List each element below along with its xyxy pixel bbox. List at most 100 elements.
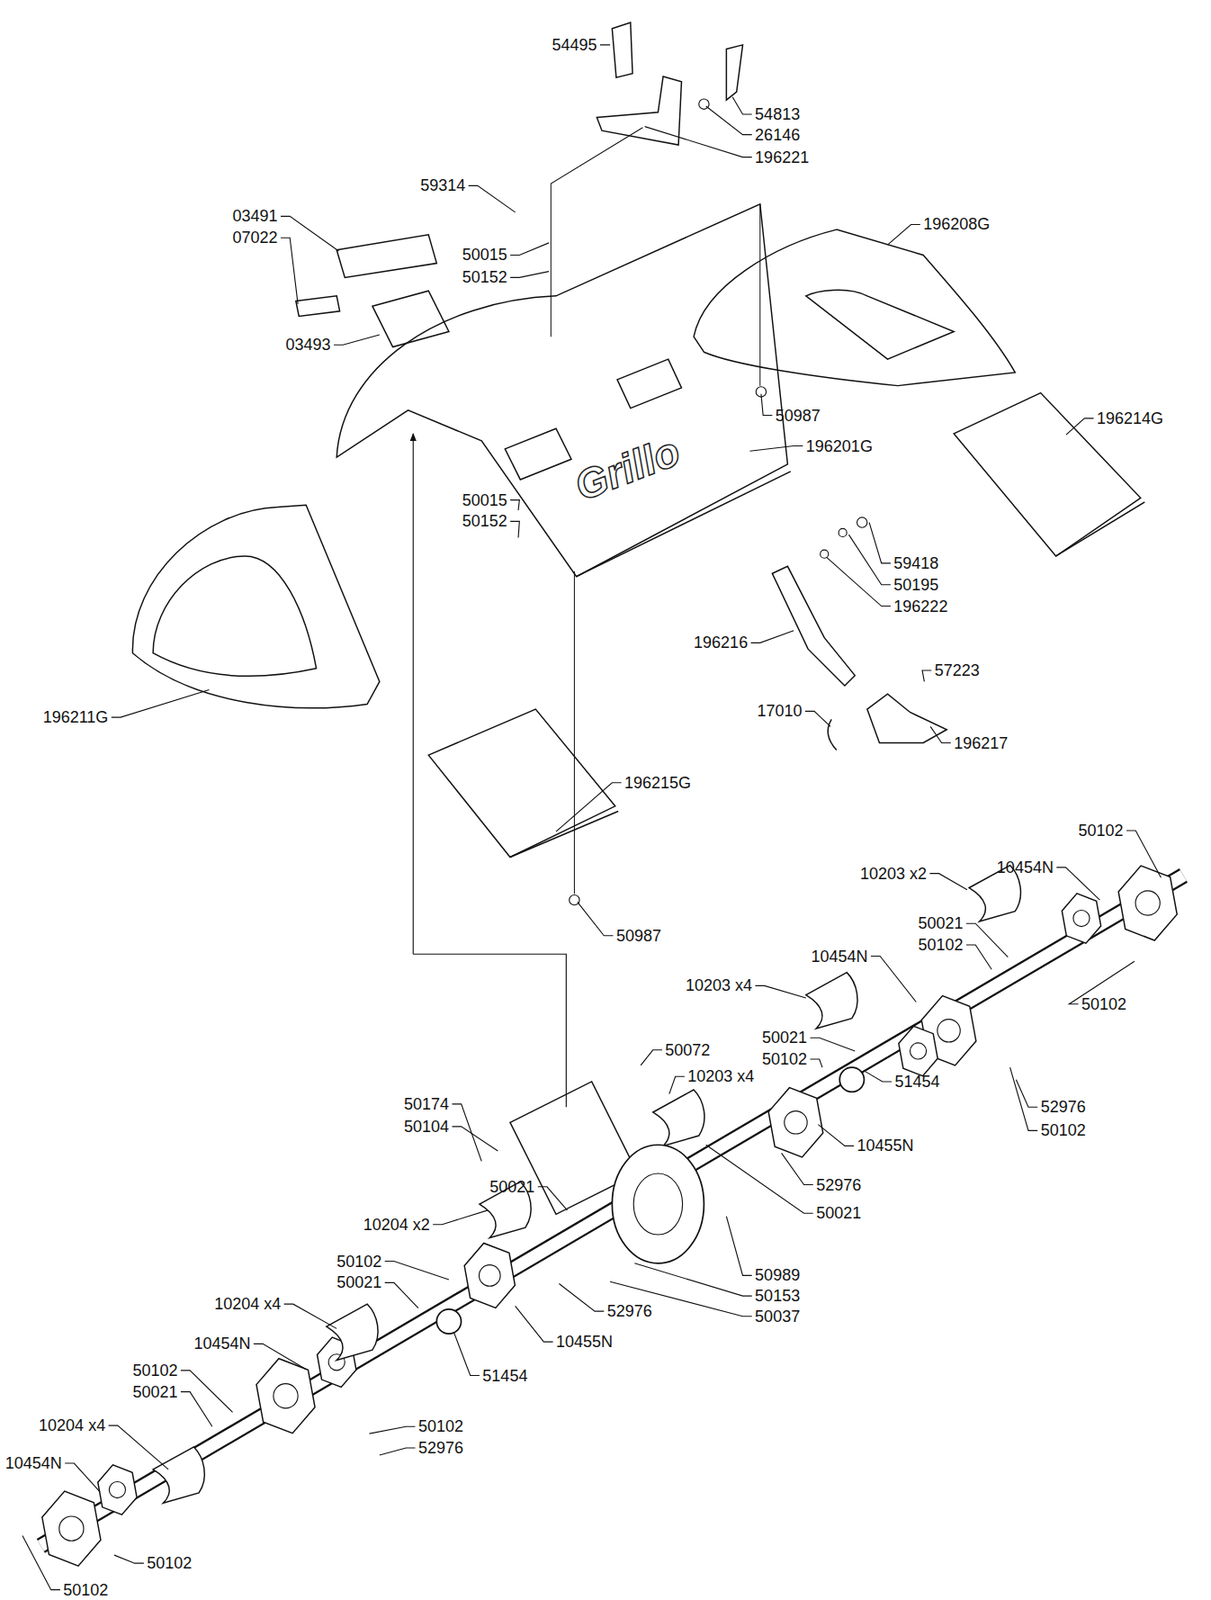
callout-number: 57223 <box>934 660 980 681</box>
leader-line <box>180 1391 213 1427</box>
leader-line <box>645 126 753 158</box>
callout-number: 59314 <box>420 175 466 196</box>
part-outline <box>132 504 379 708</box>
callout-number: 50195 <box>893 574 939 595</box>
leader-line <box>1056 867 1100 900</box>
callout-number: 10454N <box>810 946 868 967</box>
callout-number: 196215G <box>624 772 691 793</box>
callout-number: 50102 <box>418 1416 464 1436</box>
callout-number: 50021 <box>489 1176 535 1197</box>
hub-flange <box>1118 865 1177 941</box>
callout-number: 50102 <box>918 934 964 955</box>
callout-number: 51454 <box>894 1071 940 1092</box>
gearbox <box>611 1144 704 1264</box>
callout-number: 26146 <box>754 125 800 145</box>
leader-line <box>1010 1067 1039 1131</box>
hub-flange <box>42 1490 101 1566</box>
part-outline <box>693 229 1015 386</box>
callout-number: 50987 <box>775 405 821 426</box>
leader-line <box>888 224 921 245</box>
assembly-line <box>759 204 761 386</box>
callout-number: 50015 <box>462 244 508 265</box>
callout-number: 54813 <box>754 104 800 125</box>
callout-number: 50174 <box>403 1094 449 1114</box>
leader-line <box>558 1282 604 1311</box>
axle-tube <box>40 875 1184 1546</box>
callout-number: 10204 x4 <box>214 1293 281 1314</box>
leader-line <box>451 1126 498 1151</box>
leader-line <box>368 1426 415 1434</box>
leader-line <box>64 1462 100 1492</box>
leader-line <box>922 670 932 682</box>
gearbox <box>633 1173 682 1235</box>
leader-line <box>385 1282 419 1308</box>
leader-line <box>454 1332 480 1376</box>
callout-number: 50104 <box>403 1116 449 1137</box>
leader-line <box>280 237 298 305</box>
hub-bore <box>59 1515 84 1541</box>
washer <box>838 528 847 537</box>
leader-line <box>1066 418 1095 435</box>
assembly-line <box>412 953 566 1107</box>
leader-line <box>510 500 520 511</box>
leader-line <box>869 522 891 564</box>
leader-line <box>810 1058 823 1068</box>
assembly-line <box>412 433 414 954</box>
hub-flange <box>1061 893 1101 943</box>
leader-line <box>451 1103 482 1162</box>
leader-line <box>781 1152 814 1185</box>
callout-number: 50102 <box>1078 820 1124 841</box>
leader-line <box>510 520 520 538</box>
hub-bore <box>273 1383 298 1409</box>
nut <box>839 1067 864 1092</box>
callout-number: 50152 <box>462 511 508 531</box>
leader-line <box>870 955 916 1002</box>
leader-line <box>1126 830 1161 878</box>
part-outline <box>617 358 682 408</box>
callout-number: 52976 <box>816 1175 862 1195</box>
callout-number: 03493 <box>286 334 332 355</box>
callout-number: 50102 <box>762 1049 808 1069</box>
tine <box>653 1089 705 1146</box>
callout-number: 196221 <box>754 147 809 168</box>
hub-bore <box>479 1264 502 1287</box>
leader-line <box>930 726 951 743</box>
callout-number: 52976 <box>418 1437 464 1458</box>
callout-number: 50102 <box>62 1579 108 1600</box>
leader-line <box>510 242 549 256</box>
leader-line <box>468 185 516 212</box>
leader-line <box>966 944 992 969</box>
callout-number: 50037 <box>754 1306 800 1327</box>
callout-number: 196201G <box>806 436 873 457</box>
hub-bore <box>784 1111 808 1134</box>
tine <box>152 1446 205 1503</box>
hub-flange <box>898 1025 938 1076</box>
callout-number: 10455N <box>556 1331 613 1352</box>
leader-line <box>732 97 753 115</box>
callout-number: 10454N <box>193 1333 251 1354</box>
callout-number: 196217 <box>953 733 1008 754</box>
leader-line <box>726 1216 752 1276</box>
callout-number: 196208G <box>923 214 990 234</box>
leader-line <box>22 1535 61 1590</box>
washer <box>569 894 580 905</box>
callout-number: 50021 <box>132 1381 178 1402</box>
callout-number: 50102 <box>336 1251 382 1272</box>
hub-bore <box>1073 909 1090 926</box>
leader-line <box>510 271 549 279</box>
axle-tube <box>40 875 1184 1546</box>
callout-number: 10203 x4 <box>685 975 753 996</box>
callout-number: 50102 <box>1040 1120 1086 1140</box>
leader-line <box>929 873 968 890</box>
callout-number: 50021 <box>918 913 964 933</box>
leader-line <box>817 1124 854 1147</box>
leader-line <box>284 1303 338 1328</box>
leader-line <box>640 1049 663 1066</box>
leader-line <box>432 1210 488 1225</box>
callout-number: 196222 <box>893 596 948 617</box>
assembly-line <box>574 571 575 894</box>
callout-number: 50021 <box>762 1027 808 1048</box>
callout-number: 196216 <box>693 632 748 653</box>
leader-line <box>333 334 380 345</box>
leader-line <box>634 1263 752 1296</box>
